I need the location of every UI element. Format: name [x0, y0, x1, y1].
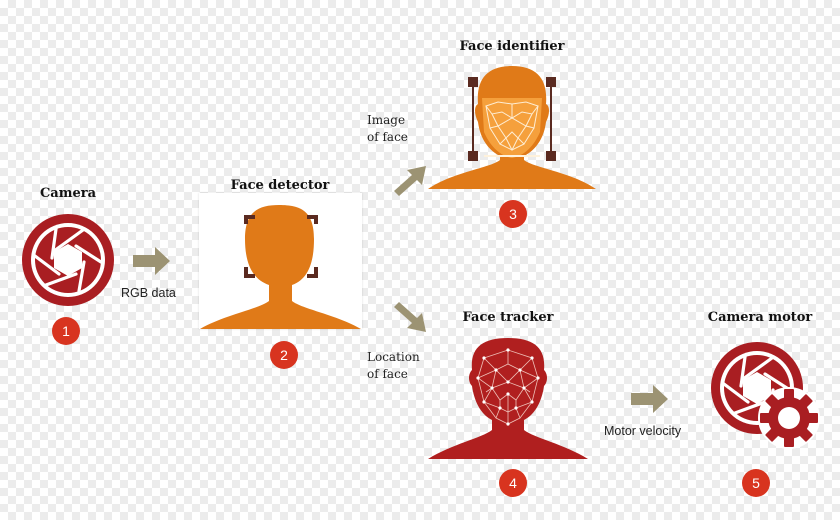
location-of-face-line1: Location	[367, 350, 420, 364]
face-tracker-title: Face tracker	[462, 310, 554, 325]
aperture-gear-icon	[711, 342, 820, 449]
face-detector-title: Face detector	[230, 178, 330, 193]
step-badge-3: 3	[499, 200, 527, 228]
image-of-face-line1: Image	[367, 113, 406, 127]
image-of-face-line2: of face	[367, 130, 408, 144]
face-mesh-icon	[428, 66, 596, 189]
step-badge-1: 1	[52, 317, 80, 345]
arrow-rgb-data	[133, 247, 170, 275]
arrow-image-of-face	[394, 166, 426, 196]
face-identifier-title: Face identifier	[459, 39, 565, 54]
step-badge-4: 4	[499, 469, 527, 497]
camera-title: Camera	[39, 186, 97, 201]
face-detector-panel	[199, 193, 362, 329]
head-silhouette-icon	[200, 205, 361, 329]
step-badge-5: 5	[742, 469, 770, 497]
motor-velocity-label: Motor velocity	[604, 424, 682, 438]
camera-aperture-icon	[22, 214, 114, 306]
arrow-location-of-face	[394, 302, 426, 332]
location-of-face-line2: of face	[367, 367, 408, 381]
arrow-motor-velocity	[631, 385, 668, 413]
location-of-face-label: Location of face	[367, 349, 420, 383]
image-of-face-label: Image of face	[367, 112, 408, 146]
step-badge-2: 2	[270, 341, 298, 369]
camera-motor-title: Camera motor	[707, 310, 813, 325]
rgb-data-label: RGB data	[121, 286, 176, 300]
face-wireframe-icon	[428, 338, 588, 459]
